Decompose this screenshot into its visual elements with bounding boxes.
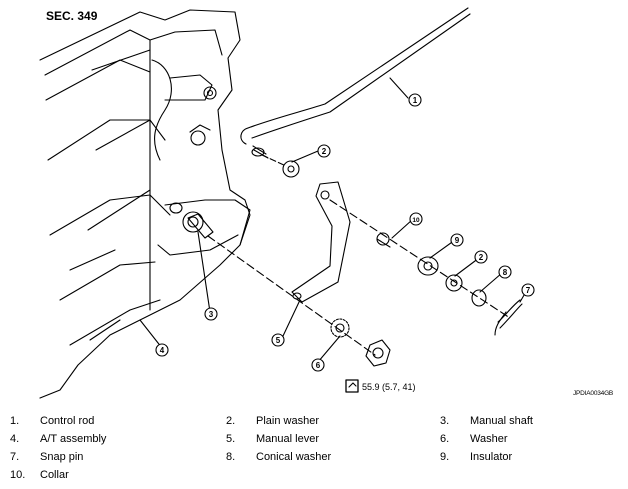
callout-2b: 2 [479,253,484,262]
callout-10: 10 [412,217,420,224]
callout-3: 3 [209,310,214,319]
at-assembly-drawing [39,9,376,399]
callout-2: 2 [322,147,327,156]
callout-5: 5 [276,336,281,345]
callout-8: 8 [503,268,508,277]
figure-code: JPDIA0034GB [573,390,614,397]
exploded-diagram: 1 2 3 4 5 6 7 8 9 10 2 55.9 (5.7, 41) [39,7,535,399]
torque-spec: 55.9 (5.7, 41) [362,382,416,392]
callout-1: 1 [413,96,418,105]
manual-lever-drawing [291,181,351,303]
callout-6: 6 [316,361,321,370]
callout-7: 7 [526,286,531,295]
control-rod-drawing [240,7,471,159]
callout-9: 9 [455,236,460,245]
section-label: SEC. 349 [46,9,98,23]
callout-4: 4 [160,346,165,355]
